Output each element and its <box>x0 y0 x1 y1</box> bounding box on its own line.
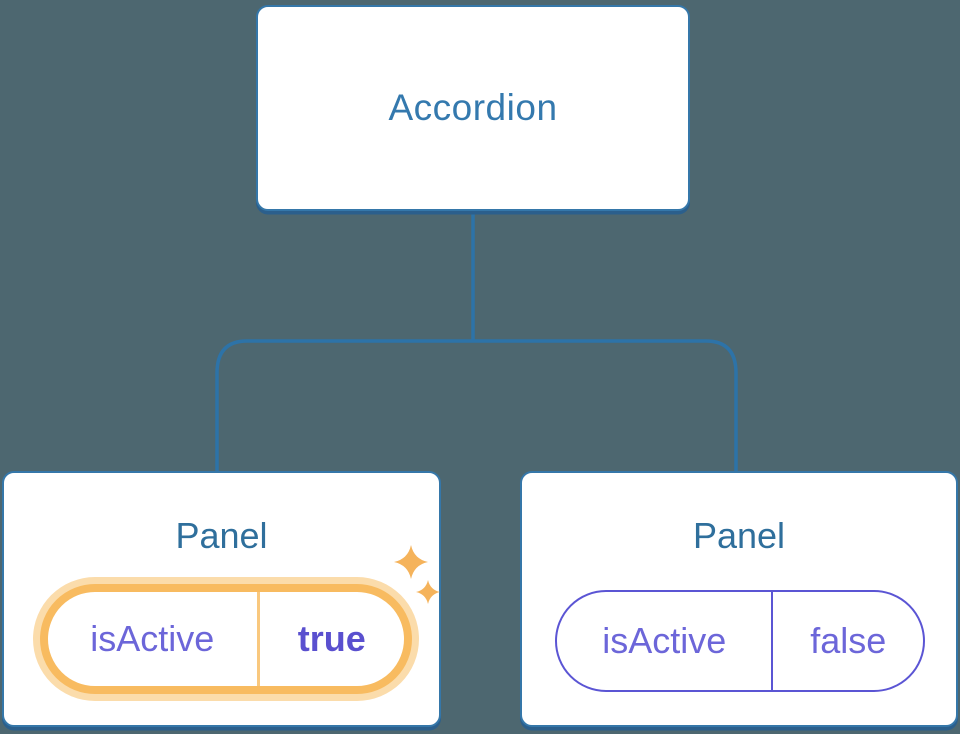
panel-node-active: Panel isActive true <box>2 471 441 727</box>
state-pill-inactive: isActive false <box>555 590 925 692</box>
panel-node-inactive: Panel isActive false <box>520 471 958 727</box>
state-value-label: true <box>256 592 404 686</box>
state-prop-label: isActive <box>602 620 727 661</box>
panel-title: Panel <box>175 515 268 556</box>
accordion-node: Accordion <box>256 5 690 211</box>
state-value-label: false <box>771 592 923 690</box>
state-prop-label: isActive <box>90 618 215 659</box>
panel-title: Panel <box>692 515 786 556</box>
sparkles-icon <box>394 545 440 604</box>
accordion-label: Accordion <box>388 87 558 128</box>
state-pill-active: isActive true <box>40 584 412 694</box>
